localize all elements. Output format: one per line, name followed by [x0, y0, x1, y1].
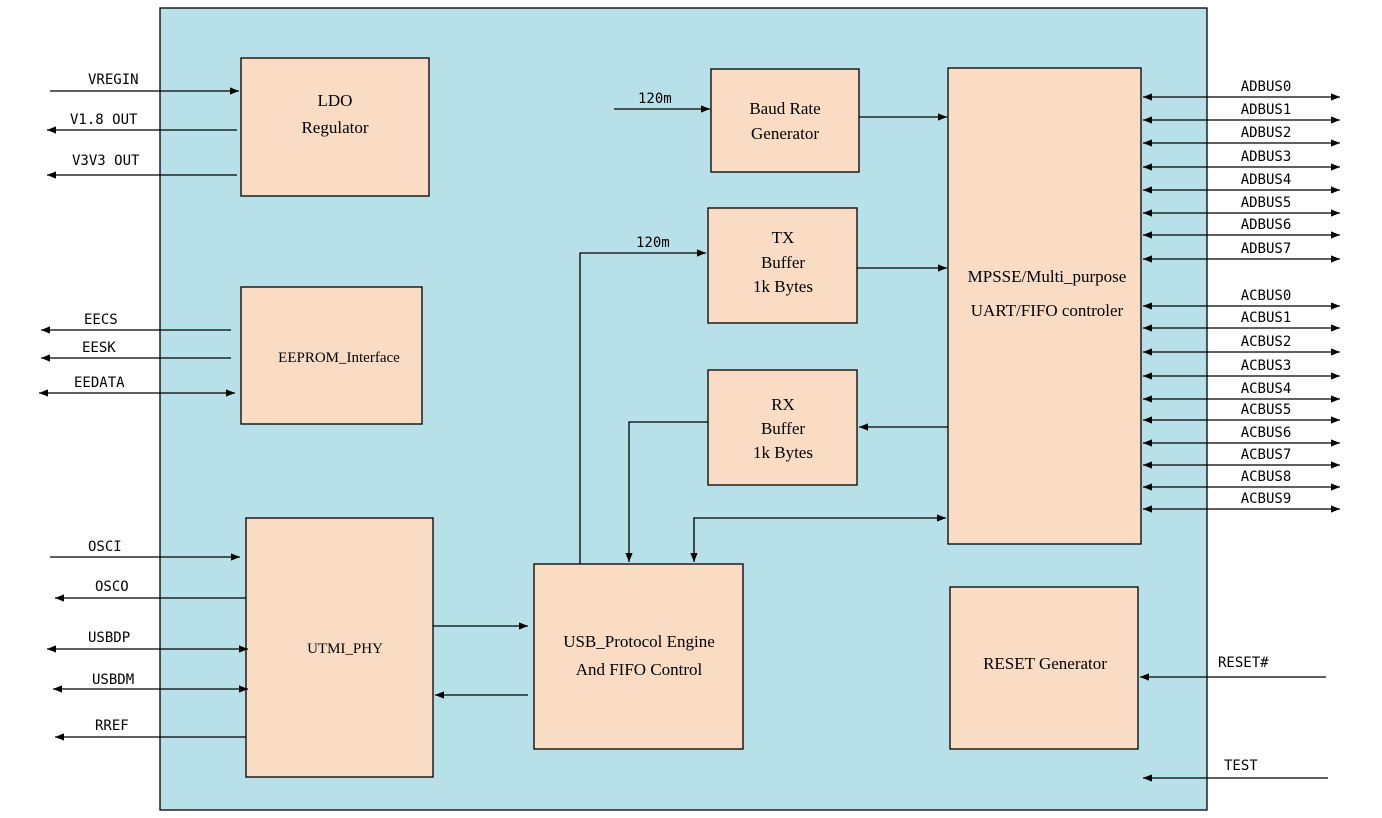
adbus-2-label: ADBUS2 — [1241, 125, 1292, 141]
utmi-phy-block: UTMI_PHY — [245, 517, 434, 778]
acbus-9-label: ACBUS9 — [1241, 491, 1292, 507]
acbus-5-label: ACBUS5 — [1241, 402, 1292, 418]
acbus-2-label: ACBUS2 — [1241, 334, 1292, 350]
acbus-7-label: ACBUS7 — [1241, 447, 1292, 463]
adbus-7-label: ADBUS7 — [1241, 241, 1292, 257]
rx-buffer-block: RX Buffer 1k Bytes — [707, 369, 858, 486]
rref-label: RREF — [95, 718, 129, 734]
tx-label-line2: Buffer — [761, 253, 805, 272]
rx-label-line3: 1k Bytes — [753, 443, 813, 462]
mpsse-label-line1: MPSSE/Multi_purpose — [968, 267, 1127, 286]
baud-label-line1: Baud Rate — [749, 99, 820, 118]
rx-label-line1: RX — [771, 395, 795, 414]
reset-generator-block: RESET Generator — [949, 586, 1139, 750]
ldo-label-line1: LDO — [318, 91, 353, 110]
rx-to-usb-arrow — [625, 421, 708, 562]
baud-rate-generator-block: Baud Rate Generator — [710, 68, 860, 173]
eesk-label: EESK — [82, 340, 116, 356]
tx-label-line3: 1k Bytes — [753, 277, 813, 296]
acbus-4-label: ACBUS4 — [1241, 381, 1292, 397]
eedata-label: EEDATA — [74, 375, 125, 391]
osci-label: OSCI — [88, 539, 122, 555]
usbdm-label: USBDM — [92, 672, 134, 688]
ldo-regulator-block: LDO Regulator — [240, 57, 430, 197]
test-pin-label: TEST — [1224, 758, 1258, 774]
reset-label: RESET Generator — [983, 654, 1107, 673]
acbus-0-label: ACBUS0 — [1241, 288, 1292, 304]
vregin-label: VREGIN — [88, 72, 139, 88]
mpsse-label-line2: UART/FIFO controler — [971, 301, 1124, 320]
adbus-0-label: ADBUS0 — [1241, 79, 1292, 95]
adbus-5-label: ADBUS5 — [1241, 195, 1292, 211]
eeprom-interface-block: EEPROM_Interface — [240, 286, 423, 425]
v3v3out-label: V3V3 OUT — [72, 153, 140, 169]
adbus-pins: ADBUS0ADBUS1ADBUS2ADBUS3ADBUS4ADBUS5ADBU… — [1143, 79, 1340, 263]
clk-tx-arrow — [579, 249, 706, 564]
clk-baud-label: 120m — [638, 91, 672, 107]
acbus-8-label: ACBUS8 — [1241, 469, 1292, 485]
eecs-label: EECS — [84, 312, 118, 328]
usbdp-label: USBDP — [88, 630, 130, 646]
rx-label-line2: Buffer — [761, 419, 805, 438]
tx-label-line1: TX — [772, 228, 795, 247]
acbus-1-label: ACBUS1 — [1241, 310, 1292, 326]
baud-label-line2: Generator — [751, 124, 819, 143]
acbus-pins: ACBUS0ACBUS1ACBUS2ACBUS3ACBUS4ACBUS5ACBU… — [1143, 288, 1340, 513]
usb-label-line2: And FIFO Control — [576, 660, 703, 679]
adbus-6-label: ADBUS6 — [1241, 217, 1292, 233]
adbus-1-label: ADBUS1 — [1241, 102, 1292, 118]
usb-label-line1: USB_Protocol Engine — [563, 632, 715, 651]
usb-mpsse-bidir-arrow — [690, 514, 946, 562]
adbus-4-label: ADBUS4 — [1241, 172, 1292, 188]
ldo-label-line2: Regulator — [301, 118, 368, 137]
acbus-3-label: ACBUS3 — [1241, 358, 1292, 374]
clk-tx-label: 120m — [636, 235, 670, 251]
eeprom-label: EEPROM_Interface — [278, 350, 400, 366]
usb-protocol-engine-block: USB_Protocol Engine And FIFO Control — [533, 563, 744, 750]
mpsse-controller-block: MPSSE/Multi_purpose UART/FIFO controler — [947, 67, 1142, 545]
v18out-label: V1.8 OUT — [70, 112, 138, 128]
utmi-label: UTMI_PHY — [307, 641, 383, 657]
acbus-6-label: ACBUS6 — [1241, 425, 1292, 441]
osco-label: OSCO — [95, 579, 129, 595]
adbus-3-label: ADBUS3 — [1241, 149, 1292, 165]
tx-buffer-block: TX Buffer 1k Bytes — [707, 207, 858, 324]
reset-pin-label: RESET# — [1218, 655, 1269, 671]
